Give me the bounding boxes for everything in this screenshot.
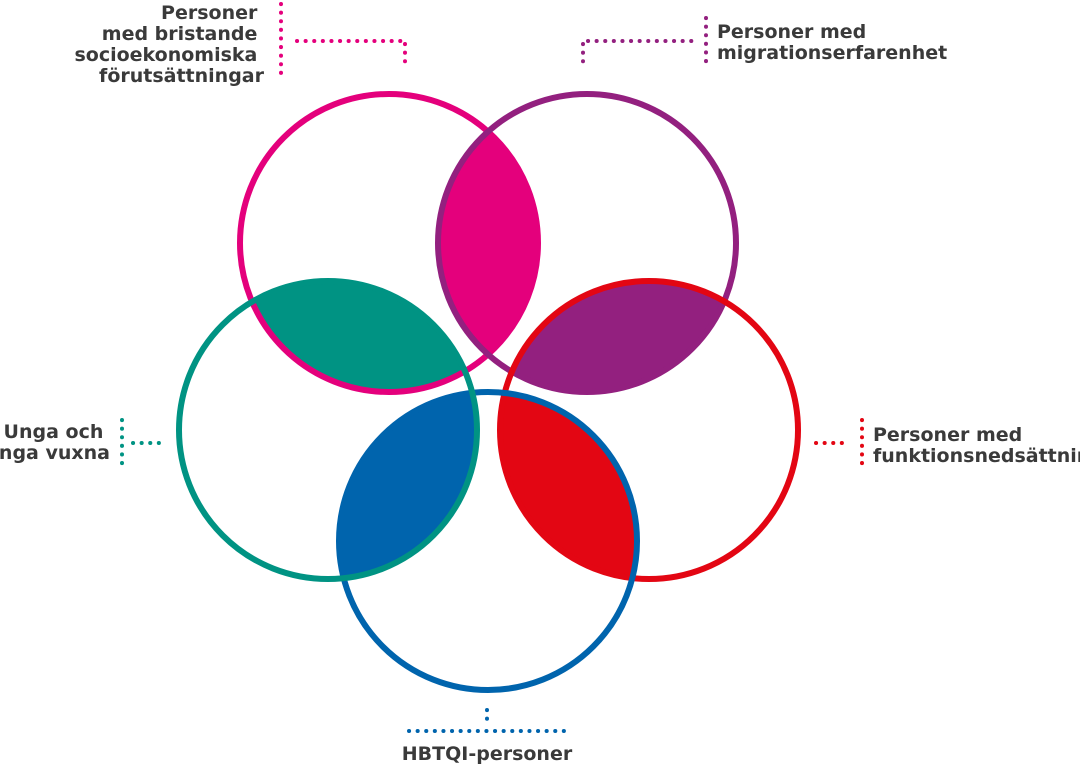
label-purple: Personer med migrationserfarenhet (717, 21, 947, 64)
connector-blue (407, 708, 566, 733)
label-pink: Personer med bristande socioekonomiska f… (74, 2, 264, 87)
circle-blue (336, 389, 640, 693)
label-pink-line-3: socioekonomiska (74, 44, 257, 66)
label-blue-line-1: HBTQI-personer (402, 743, 573, 765)
label-blue: HBTQI-personer (402, 743, 573, 765)
circle-teal (176, 278, 480, 582)
circle-red (497, 278, 801, 582)
petal-pink (438, 94, 538, 392)
label-pink-line-1: Personer (161, 2, 258, 24)
circle-purple (435, 91, 739, 395)
circle-pink (237, 91, 541, 395)
label-teal-line-1: Unga och (4, 421, 104, 443)
connector-pink (279, 2, 407, 82)
label-pink-line-2: med bristande (102, 23, 258, 45)
label-teal: Unga och unga vuxna (0, 421, 110, 464)
label-purple-line-2: migrationserfarenhet (717, 42, 947, 64)
label-red-line-2: funktionsnedsättning (873, 445, 1080, 467)
label-red: Personer med funktionsnedsättning (873, 424, 1080, 467)
label-teal-line-2: unga vuxna (0, 442, 110, 464)
label-red-line-1: Personer med (873, 424, 1022, 446)
label-pink-line-4: förutsättningar (99, 65, 265, 87)
petal-blue (339, 392, 477, 579)
connector-purple (581, 16, 708, 66)
connector-red (814, 418, 864, 468)
connector-teal (120, 418, 169, 468)
label-purple-line-1: Personer med (717, 21, 866, 43)
petal-red (500, 392, 637, 579)
